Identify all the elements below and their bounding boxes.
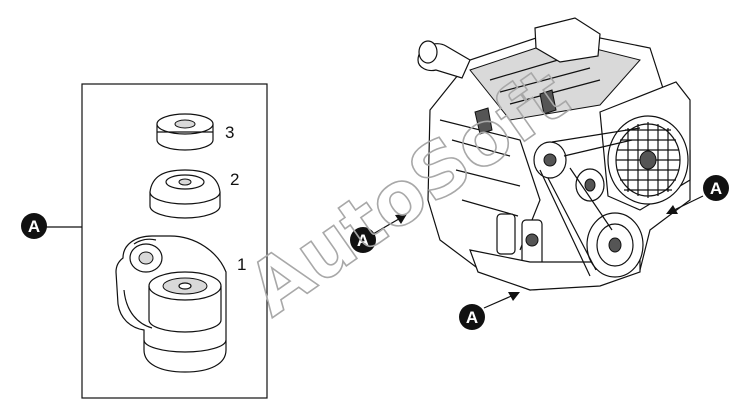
arrow-bottom-head <box>508 292 520 301</box>
marker-label: A <box>357 231 369 250</box>
arrow-right-shaft <box>669 195 704 213</box>
detail-frame <box>81 83 268 399</box>
callout-1: 1 <box>237 255 246 274</box>
marker-a-left: A <box>21 213 47 239</box>
marker-badge <box>21 213 47 239</box>
marker-label: A <box>710 179 722 198</box>
part-3-washer <box>156 113 214 151</box>
marker-badge <box>703 175 729 201</box>
marker-a-right: A <box>666 175 729 214</box>
marker-badge <box>459 304 485 330</box>
arrow-front-head <box>395 214 407 224</box>
detail-panel: 3 2 1 <box>81 83 268 399</box>
callout-3: 3 <box>225 123 234 142</box>
engine-illustration <box>417 17 691 291</box>
marker-label: A <box>466 308 478 327</box>
marker-a-bottom: A <box>459 292 520 330</box>
fan-assembly <box>599 81 691 211</box>
arrow-right-head <box>666 205 678 214</box>
part-2-bushing <box>149 169 221 219</box>
callout-2: 2 <box>230 170 239 189</box>
part-1-engine-mount <box>115 235 227 373</box>
pulley-drive <box>533 127 644 278</box>
marker-label: A <box>28 217 40 236</box>
marker-a-front: A <box>350 214 407 253</box>
marker-badge <box>350 227 376 253</box>
